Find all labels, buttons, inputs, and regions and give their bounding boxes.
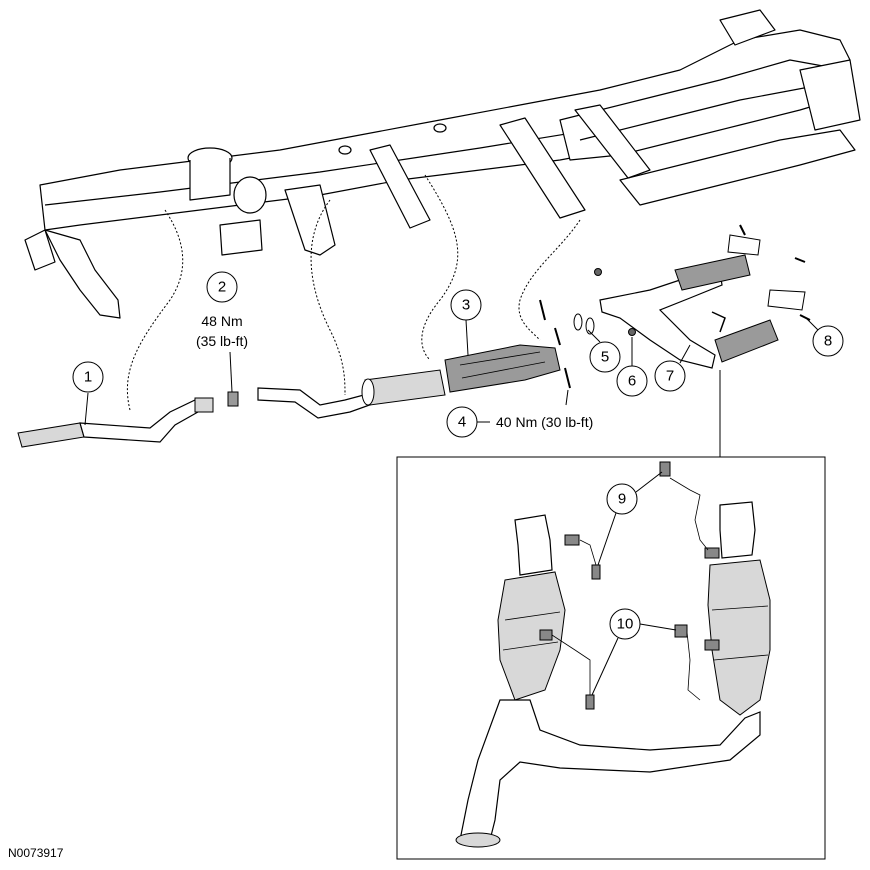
callout-9-number: 9 [618, 491, 626, 508]
callout-2-torque-lbft: (35 lb-ft) [196, 333, 248, 349]
callout-6-number: 6 [628, 373, 636, 390]
callout-2-torque-nm: 48 Nm [201, 313, 242, 329]
oxygen-sensor-downstream-right [674, 624, 720, 701]
exhaust-assembly [17, 224, 811, 448]
callout-10-number: 10 [617, 616, 634, 633]
callout-1-number: 1 [84, 369, 92, 386]
oxygen-sensor-upstream-left [564, 534, 601, 580]
callout-4-number: 4 [458, 414, 466, 431]
figure-id: N0073917 [8, 846, 64, 860]
callout-9: 9 [597, 471, 663, 566]
callout-2-number: 2 [218, 279, 226, 296]
callout-3-number: 3 [462, 297, 470, 314]
vehicle-frame [24, 9, 861, 319]
callout-3: 3 [450, 289, 482, 356]
callout-7: 7 [654, 344, 691, 392]
callout-2: 2 48 Nm (35 lb-ft) [196, 271, 248, 393]
callout-4-torque: 40 Nm (30 lb-ft) [496, 414, 593, 430]
callout-4: 4 40 Nm (30 lb-ft) [446, 389, 593, 438]
callout-6: 6 [616, 337, 648, 397]
callout-7-number: 7 [666, 368, 674, 385]
callout-5: 5 [587, 329, 621, 373]
oxygen-sensor-downstream-left [539, 629, 595, 710]
callout-1: 1 [72, 361, 104, 426]
hanger-guides [126, 174, 581, 411]
callout-8: 8 [805, 317, 844, 357]
inset-y-pipe-detail [455, 461, 771, 848]
callout-5-number: 5 [601, 349, 609, 366]
oxygen-sensor-upstream-right [659, 461, 720, 559]
callout-10: 10 [591, 608, 677, 696]
detail-inset-frame [396, 456, 826, 860]
callout-8-number: 8 [824, 333, 832, 350]
